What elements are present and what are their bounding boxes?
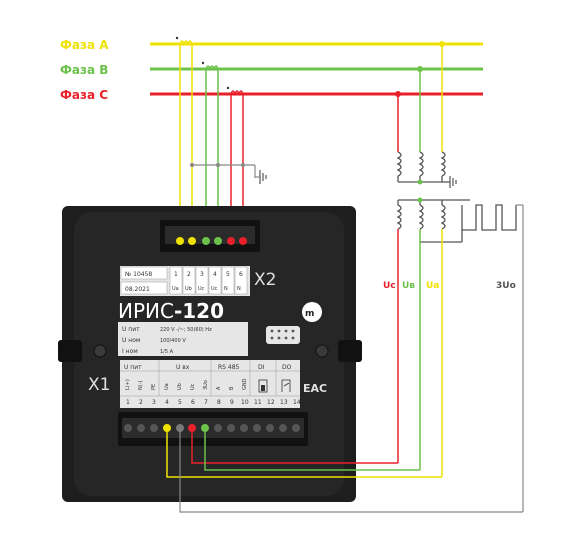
top-terminal-numbers: 1Ua 2Ub 3Uc 4Uc 5N 6N xyxy=(169,266,248,295)
label-3u0: 3Uo xyxy=(496,281,516,291)
x1-label: X1 xyxy=(88,375,110,395)
spec-key: U ном xyxy=(122,337,140,344)
manufacturer-logo-icon: m xyxy=(302,302,322,322)
top-terminal-number: 5 xyxy=(226,271,230,278)
bottom-terminal-number: 2 xyxy=(139,399,143,406)
eac-mark: EAC xyxy=(303,382,327,395)
bottom-terminal-sub: PE xyxy=(151,384,157,390)
label-panel-bottom xyxy=(120,360,300,408)
bottom-terminal-number: 9 xyxy=(230,399,234,406)
open-delta-winding xyxy=(461,204,517,231)
label-phase-b: Фаза B xyxy=(60,63,108,77)
label-ua: Uа xyxy=(426,281,439,291)
ct-coil-b xyxy=(205,65,219,72)
top-terminal-sub: Ua xyxy=(172,286,179,292)
spec-value: 1/5 A xyxy=(160,349,174,355)
bottom-terminal-sub: A xyxy=(216,386,222,390)
ct-coil-c xyxy=(230,90,244,97)
group-rs485: RS 485 xyxy=(218,364,240,371)
bottom-terminal-number: 12 xyxy=(267,399,275,406)
top-terminal-sub: Uc xyxy=(211,286,218,292)
top-terminal-sub: Uc xyxy=(198,286,205,292)
label-phase-a: Фаза A xyxy=(60,38,109,52)
bottom-terminal-number: 13 xyxy=(280,399,288,406)
x2-label: X2 xyxy=(254,270,276,290)
top-terminal-number: 6 xyxy=(239,271,243,278)
bottom-terminal-number: 7 xyxy=(204,399,208,406)
vt-primary-coils xyxy=(396,151,446,177)
spec-value: 100/400 V xyxy=(160,338,186,344)
ct-coil-a xyxy=(179,40,193,47)
top-terminal-cell xyxy=(195,266,209,295)
group-uvx: U вх xyxy=(176,364,190,371)
group-upit: U пит xyxy=(124,364,142,371)
di-icon xyxy=(258,379,268,393)
top-connector-terminals xyxy=(176,237,247,245)
top-terminal-sub: N xyxy=(237,286,241,292)
top-terminal-number: 1 xyxy=(174,271,178,278)
bottom-terminal-sub: L(+) xyxy=(125,379,131,390)
model-name-a: ИРИС-120 xyxy=(118,299,224,323)
svg-text:m: m xyxy=(305,309,314,319)
bottom-terminal-number: 3 xyxy=(152,399,156,406)
optical-port-icon xyxy=(266,326,300,344)
model-name-b-text: -120 xyxy=(174,299,224,323)
relay-icon xyxy=(281,379,291,392)
top-terminal-cell xyxy=(234,266,248,295)
top-terminal-sub: Ub xyxy=(185,286,192,292)
spec-table xyxy=(118,322,248,356)
top-terminal-cell xyxy=(169,266,183,295)
bottom-terminal-number: 11 xyxy=(254,399,262,406)
vt-secondary-coils xyxy=(396,204,446,230)
label-ub: Uв xyxy=(402,281,415,291)
top-terminal-number: 2 xyxy=(187,271,191,278)
label-phase-c: Фаза C xyxy=(60,88,108,102)
bottom-terminal-sub: Ua xyxy=(164,383,170,390)
bottom-terminal-number: 5 xyxy=(178,399,182,406)
bottom-terminal-sub: 3Uo xyxy=(203,380,209,390)
bottom-terminal-sub: Ub xyxy=(177,383,183,390)
spec-key: I ном xyxy=(122,348,138,355)
ground-icon xyxy=(259,170,267,184)
bottom-terminal-sub: N(-) xyxy=(138,381,144,390)
bottom-terminal-number: 4 xyxy=(165,399,169,406)
top-terminal-cell xyxy=(208,266,222,295)
bottom-terminal-sub: B xyxy=(229,386,235,390)
bottom-terminal-number: 14 xyxy=(293,399,301,406)
group-do: DO xyxy=(282,364,292,371)
bottom-terminal-number: 10 xyxy=(241,399,249,406)
bottom-terminal-number: 8 xyxy=(217,399,221,406)
top-terminal-cell xyxy=(221,266,235,295)
bottom-terminal-sub: Uc xyxy=(190,383,196,390)
model-name-a-text: ИРИС xyxy=(118,299,174,323)
top-terminal-number: 3 xyxy=(200,271,204,278)
bottom-terminal-number: 1 xyxy=(126,399,130,406)
top-terminal-number: 4 xyxy=(213,271,217,278)
top-terminal-cell xyxy=(182,266,196,295)
bottom-terminal-sub: GND xyxy=(242,378,248,390)
spec-key: U пит xyxy=(122,326,140,333)
spec-value: 220 V -/~; 50(60) Hz xyxy=(160,327,212,333)
manufacture-date: 08.2021 xyxy=(125,286,150,293)
top-terminal-sub: N xyxy=(224,286,228,292)
label-uc: Uc xyxy=(383,281,396,291)
group-di: DI xyxy=(258,364,265,371)
serial-number: № 10458 xyxy=(125,271,152,278)
bottom-terminal-number: 6 xyxy=(191,399,195,406)
